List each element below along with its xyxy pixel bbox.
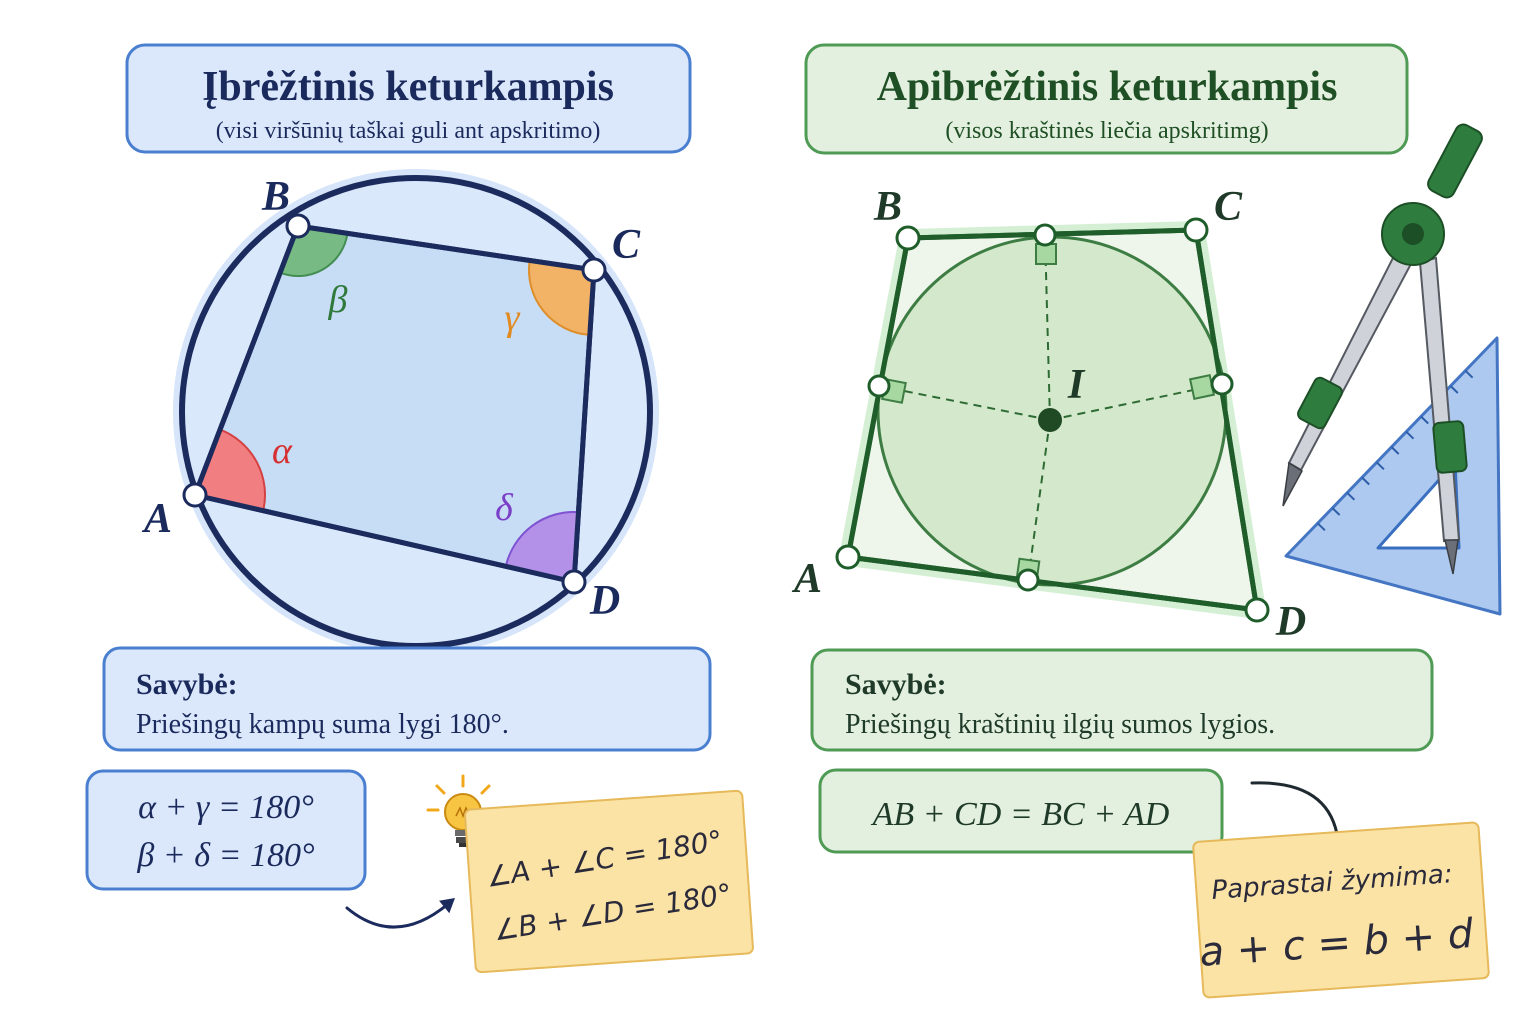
- incenter-label: I: [1067, 362, 1086, 408]
- vertex-label-d: D: [589, 578, 620, 624]
- vertex-point-c: [1183, 217, 1209, 243]
- angle-label-gamma: γ: [505, 297, 521, 339]
- left-formula-1: α + γ = 180°: [138, 789, 314, 826]
- tangent-point-right: [1210, 372, 1234, 396]
- left-note-card: ∠A + ∠C = 180° ∠B + ∠D = 180°: [464, 789, 754, 974]
- angle-label-delta: δ: [495, 487, 514, 529]
- right-subtitle: (visos kraštinės liečia apskritimg): [945, 118, 1268, 144]
- right-title-box: Apibrėžtinis keturkampis (visos kraštinė…: [804, 43, 1409, 155]
- left-subtitle: (visi viršūnių taškai guli ant apskritim…: [216, 118, 601, 144]
- vertex-label-a: A: [791, 556, 822, 602]
- right-formula: AB + CD = BC + AD: [871, 796, 1170, 833]
- right-title: Apibrėžtinis keturkampis: [877, 64, 1338, 110]
- incenter-point: [1038, 408, 1062, 432]
- right-property-text: Priešingų kraštinių ilgių sumos lygios.: [845, 709, 1275, 740]
- left-property-text: Priešingų kampų suma lygi 180°.: [136, 709, 509, 740]
- vertex-label-d: D: [1275, 599, 1306, 645]
- vertex-point-a: [182, 482, 208, 508]
- vertex-point-a: [835, 544, 861, 570]
- vertex-label-c: C: [1214, 184, 1243, 230]
- left-property-box: Savybė: Priešingų kampų suma lygi 180°.: [102, 646, 712, 752]
- vertex-label-c: C: [612, 222, 641, 268]
- tangential-quadrilateral-figure: I A B C D: [791, 184, 1306, 645]
- vertex-point-d: [561, 569, 587, 595]
- curved-arrow-icon: [345, 898, 455, 929]
- right-property-heading: Savybė:: [845, 668, 947, 701]
- right-note-card: Paprastai žymima: a + c = b + d: [1192, 821, 1490, 999]
- vertex-point-b: [285, 213, 311, 239]
- tangent-point-top: [1033, 223, 1057, 247]
- vertex-point-c: [581, 257, 607, 283]
- angle-label-alpha: α: [272, 430, 293, 472]
- left-formula-box: α + γ = 180° β + δ = 180°: [85, 769, 367, 891]
- angle-beta-arc: [278, 224, 349, 278]
- right-property-box: Savybė: Priešingų kraštinių ilgių sumos …: [810, 648, 1434, 752]
- left-property-heading: Savybė:: [136, 668, 238, 701]
- left-formula-2: β + δ = 180°: [136, 837, 315, 874]
- angle-label-beta: β: [328, 279, 348, 321]
- angle-gamma-arc: [528, 259, 596, 336]
- tangent-point-left: [867, 374, 891, 398]
- left-title-box: Įbrėžtinis keturkampis (visi viršūnių ta…: [125, 43, 692, 154]
- cyclic-quadrilateral-figure: A B C D α β γ δ: [141, 169, 659, 655]
- vertex-label-a: A: [141, 496, 172, 542]
- right-formula-box: AB + CD = BC + AD: [818, 768, 1224, 854]
- angle-delta-arc: [504, 510, 580, 584]
- left-title: Įbrėžtinis keturkampis: [202, 64, 614, 110]
- compass-icon: [1282, 123, 1483, 575]
- vertex-label-b: B: [873, 184, 902, 230]
- vertex-label-b: B: [261, 174, 290, 220]
- tangent-point-bottom: [1016, 568, 1040, 592]
- vertex-point-d: [1244, 597, 1270, 623]
- vertex-point-b: [895, 225, 921, 251]
